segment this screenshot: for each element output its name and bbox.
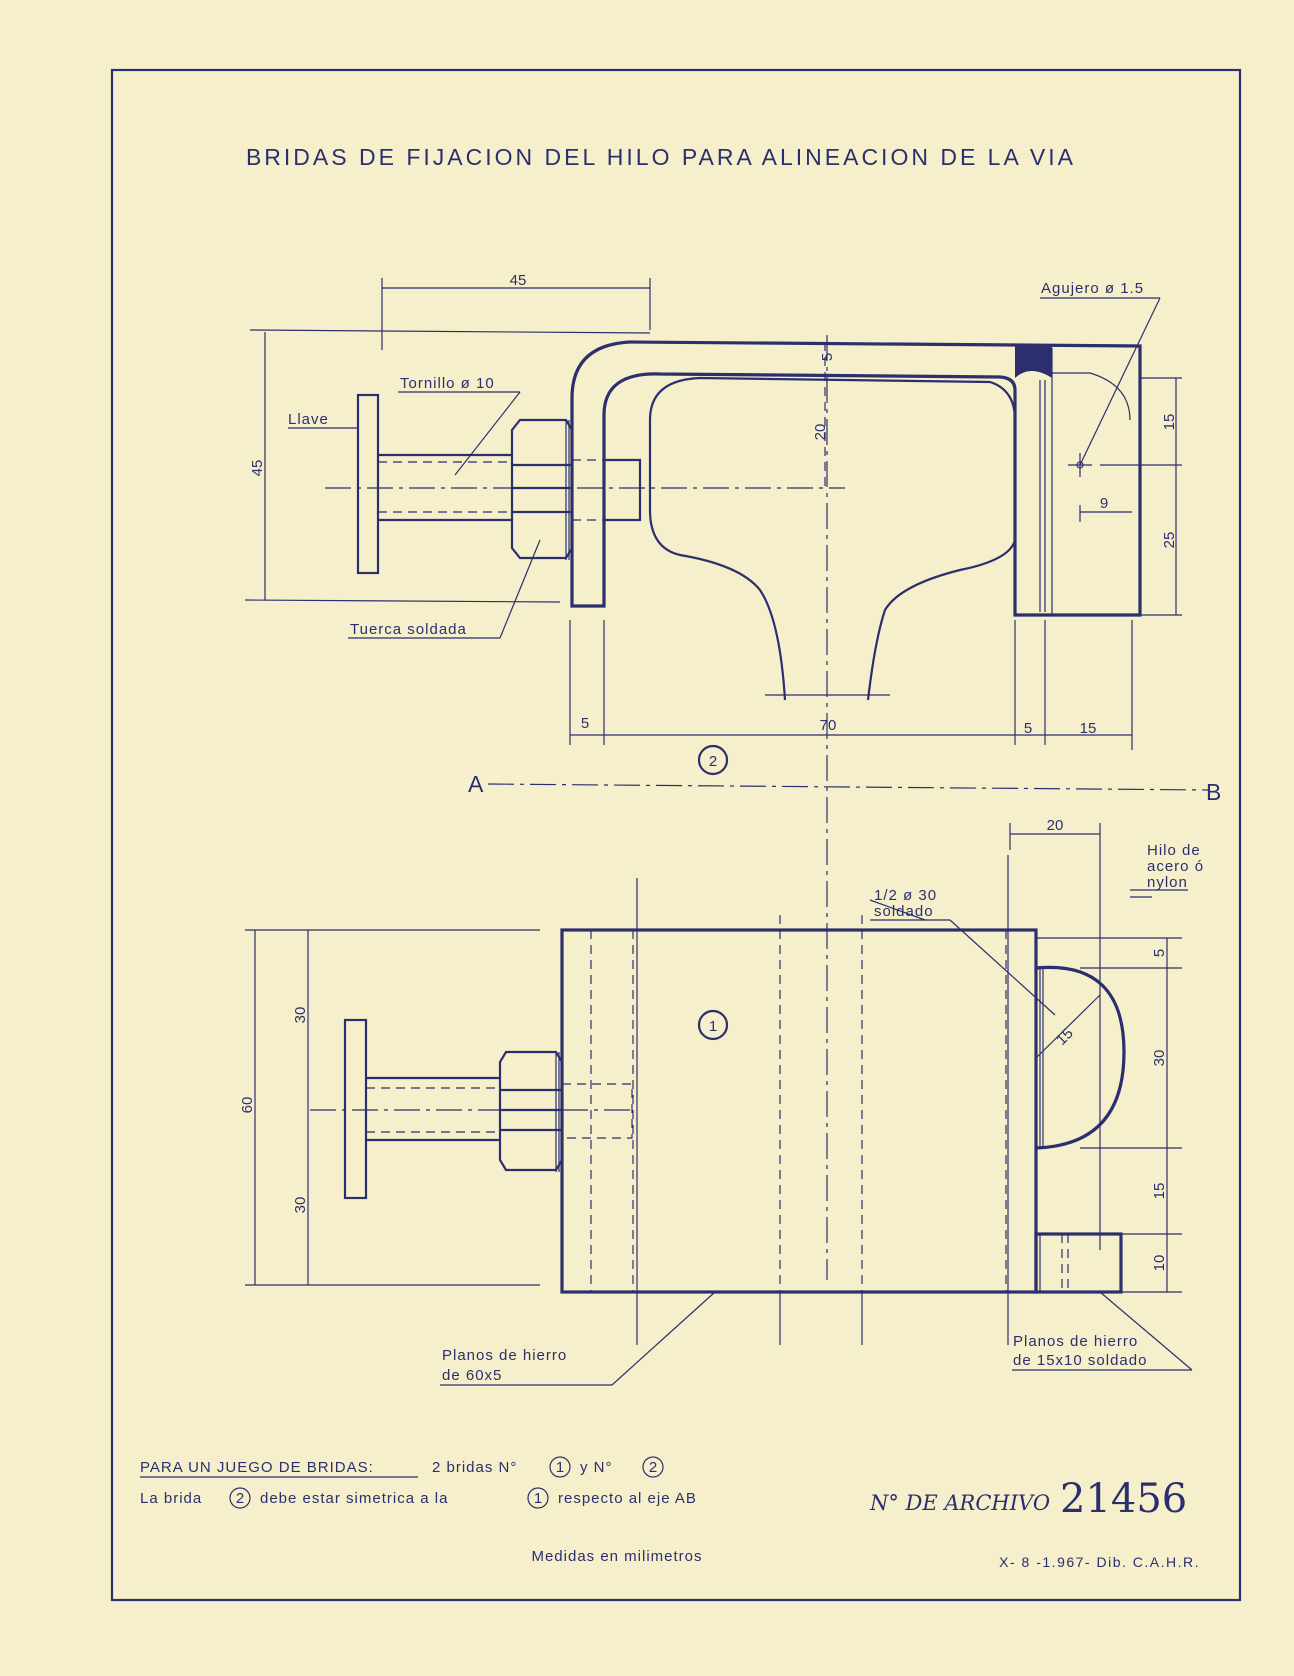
rail-profile <box>648 376 1017 701</box>
label-agujero: Agujero ø 1.5 <box>1041 280 1144 297</box>
dim-9: 9 <box>1100 495 1108 512</box>
brida-2-marker <box>697 744 729 776</box>
dim-60: 60 <box>239 1097 256 1114</box>
wrench-plate <box>356 393 380 575</box>
label-planos-b-1: Planos de hierro <box>1013 1333 1138 1350</box>
bolt-shank-lower <box>366 1076 500 1142</box>
dim-45-top: 45 <box>510 272 527 289</box>
notes-heading: PARA UN JUEGO DE BRIDAS: <box>140 1459 374 1476</box>
dim-15-bottom: 15 <box>1080 720 1097 737</box>
label-tornillo: Tornillo ø 10 <box>400 375 495 392</box>
notes-line1-a: 2 bridas N° <box>432 1459 517 1476</box>
dim-r15: 15 <box>1053 1025 1077 1049</box>
label-hilo-1: Hilo de <box>1147 842 1201 859</box>
archive-label: N° DE ARCHIVO <box>869 1491 1050 1515</box>
small-block <box>1034 1232 1123 1294</box>
brida-1-number: 1 <box>709 1018 717 1035</box>
label-media-2: soldado <box>874 903 934 920</box>
notes-block: PARA UN JUEGO DE BRIDAS: 2 bridas N° 1 y… <box>140 1456 702 1565</box>
dim-30-r: 30 <box>1151 1050 1168 1067</box>
notes-units: Medidas en milimetros <box>531 1548 702 1565</box>
welded-nut <box>510 418 574 560</box>
notes-line1-b: y N° <box>580 1459 613 1476</box>
dim-30-lower: 30 <box>292 1197 309 1214</box>
dim-5-right: 5 <box>1024 720 1032 737</box>
notes-line2-b: debe estar simetrica a la <box>260 1490 448 1507</box>
label-media-1: 1/2 ø 30 <box>874 887 937 904</box>
label-tuerca: Tuerca soldada <box>350 621 467 638</box>
dim-15-r: 15 <box>1151 1183 1168 1200</box>
label-hilo-3: nylon <box>1147 874 1188 891</box>
dim-30-upper: 30 <box>292 1007 309 1024</box>
dim-10-r: 10 <box>1151 1255 1168 1272</box>
notes-line2-n2: 2 <box>236 1490 244 1507</box>
label-llave: Llave <box>288 411 329 428</box>
notes-line2-n1: 1 <box>534 1490 542 1507</box>
bolt-shank <box>378 453 512 522</box>
axis-a-label: A <box>468 771 486 797</box>
dim-20-lower: 20 <box>1047 817 1064 834</box>
label-planos-b-2: de 15x10 soldado <box>1013 1352 1147 1369</box>
brida-2-frame <box>570 340 1142 617</box>
label-planos-a-2: de 60x5 <box>442 1367 502 1384</box>
drawing-title: BRIDAS DE FIJACION DEL HILO PARA ALINEAC… <box>246 144 1076 170</box>
drawing-reference: X- 8 -1.967- Dib. C.A.H.R. <box>999 1554 1200 1570</box>
brida-2-number: 2 <box>709 753 717 770</box>
welded-nut-lower <box>498 1050 564 1172</box>
label-planos-a-1: Planos de hierro <box>442 1347 567 1364</box>
brida-2-view: 45 45 5 20 15 25 9 5 70 5 15 To <box>244 272 1182 776</box>
half-round-weld <box>1035 965 1126 1150</box>
brida-1-view: 60 30 30 20 5 30 15 10 15 Hilo de acero … <box>239 817 1204 1386</box>
dim-25: 25 <box>1161 532 1178 549</box>
label-hilo-2: acero ó <box>1147 858 1204 875</box>
dim-45-left: 45 <box>249 460 266 477</box>
brida-1-marker <box>697 1009 729 1041</box>
dim-20: 20 <box>812 424 829 441</box>
drawing-border <box>110 68 1242 1602</box>
dim-15-right: 15 <box>1161 414 1178 431</box>
wrench-plate-lower <box>343 1018 368 1200</box>
archive-number: 21456 <box>1060 1476 1187 1522</box>
notes-line1-n2: 2 <box>649 1459 657 1476</box>
archive-stamp: N° DE ARCHIVO 21456 <box>869 1476 1187 1522</box>
dim-5-left: 5 <box>581 715 589 732</box>
notes-line1-n1: 1 <box>556 1459 564 1476</box>
axis-b-label: B <box>1206 779 1224 805</box>
dim-70: 70 <box>820 717 837 734</box>
notes-line2-c: respecto al eje AB <box>558 1490 697 1507</box>
notes-line2-a: La brida <box>140 1490 202 1507</box>
axis-ab: A B <box>468 771 1224 805</box>
dim-5-r: 5 <box>1151 949 1168 957</box>
